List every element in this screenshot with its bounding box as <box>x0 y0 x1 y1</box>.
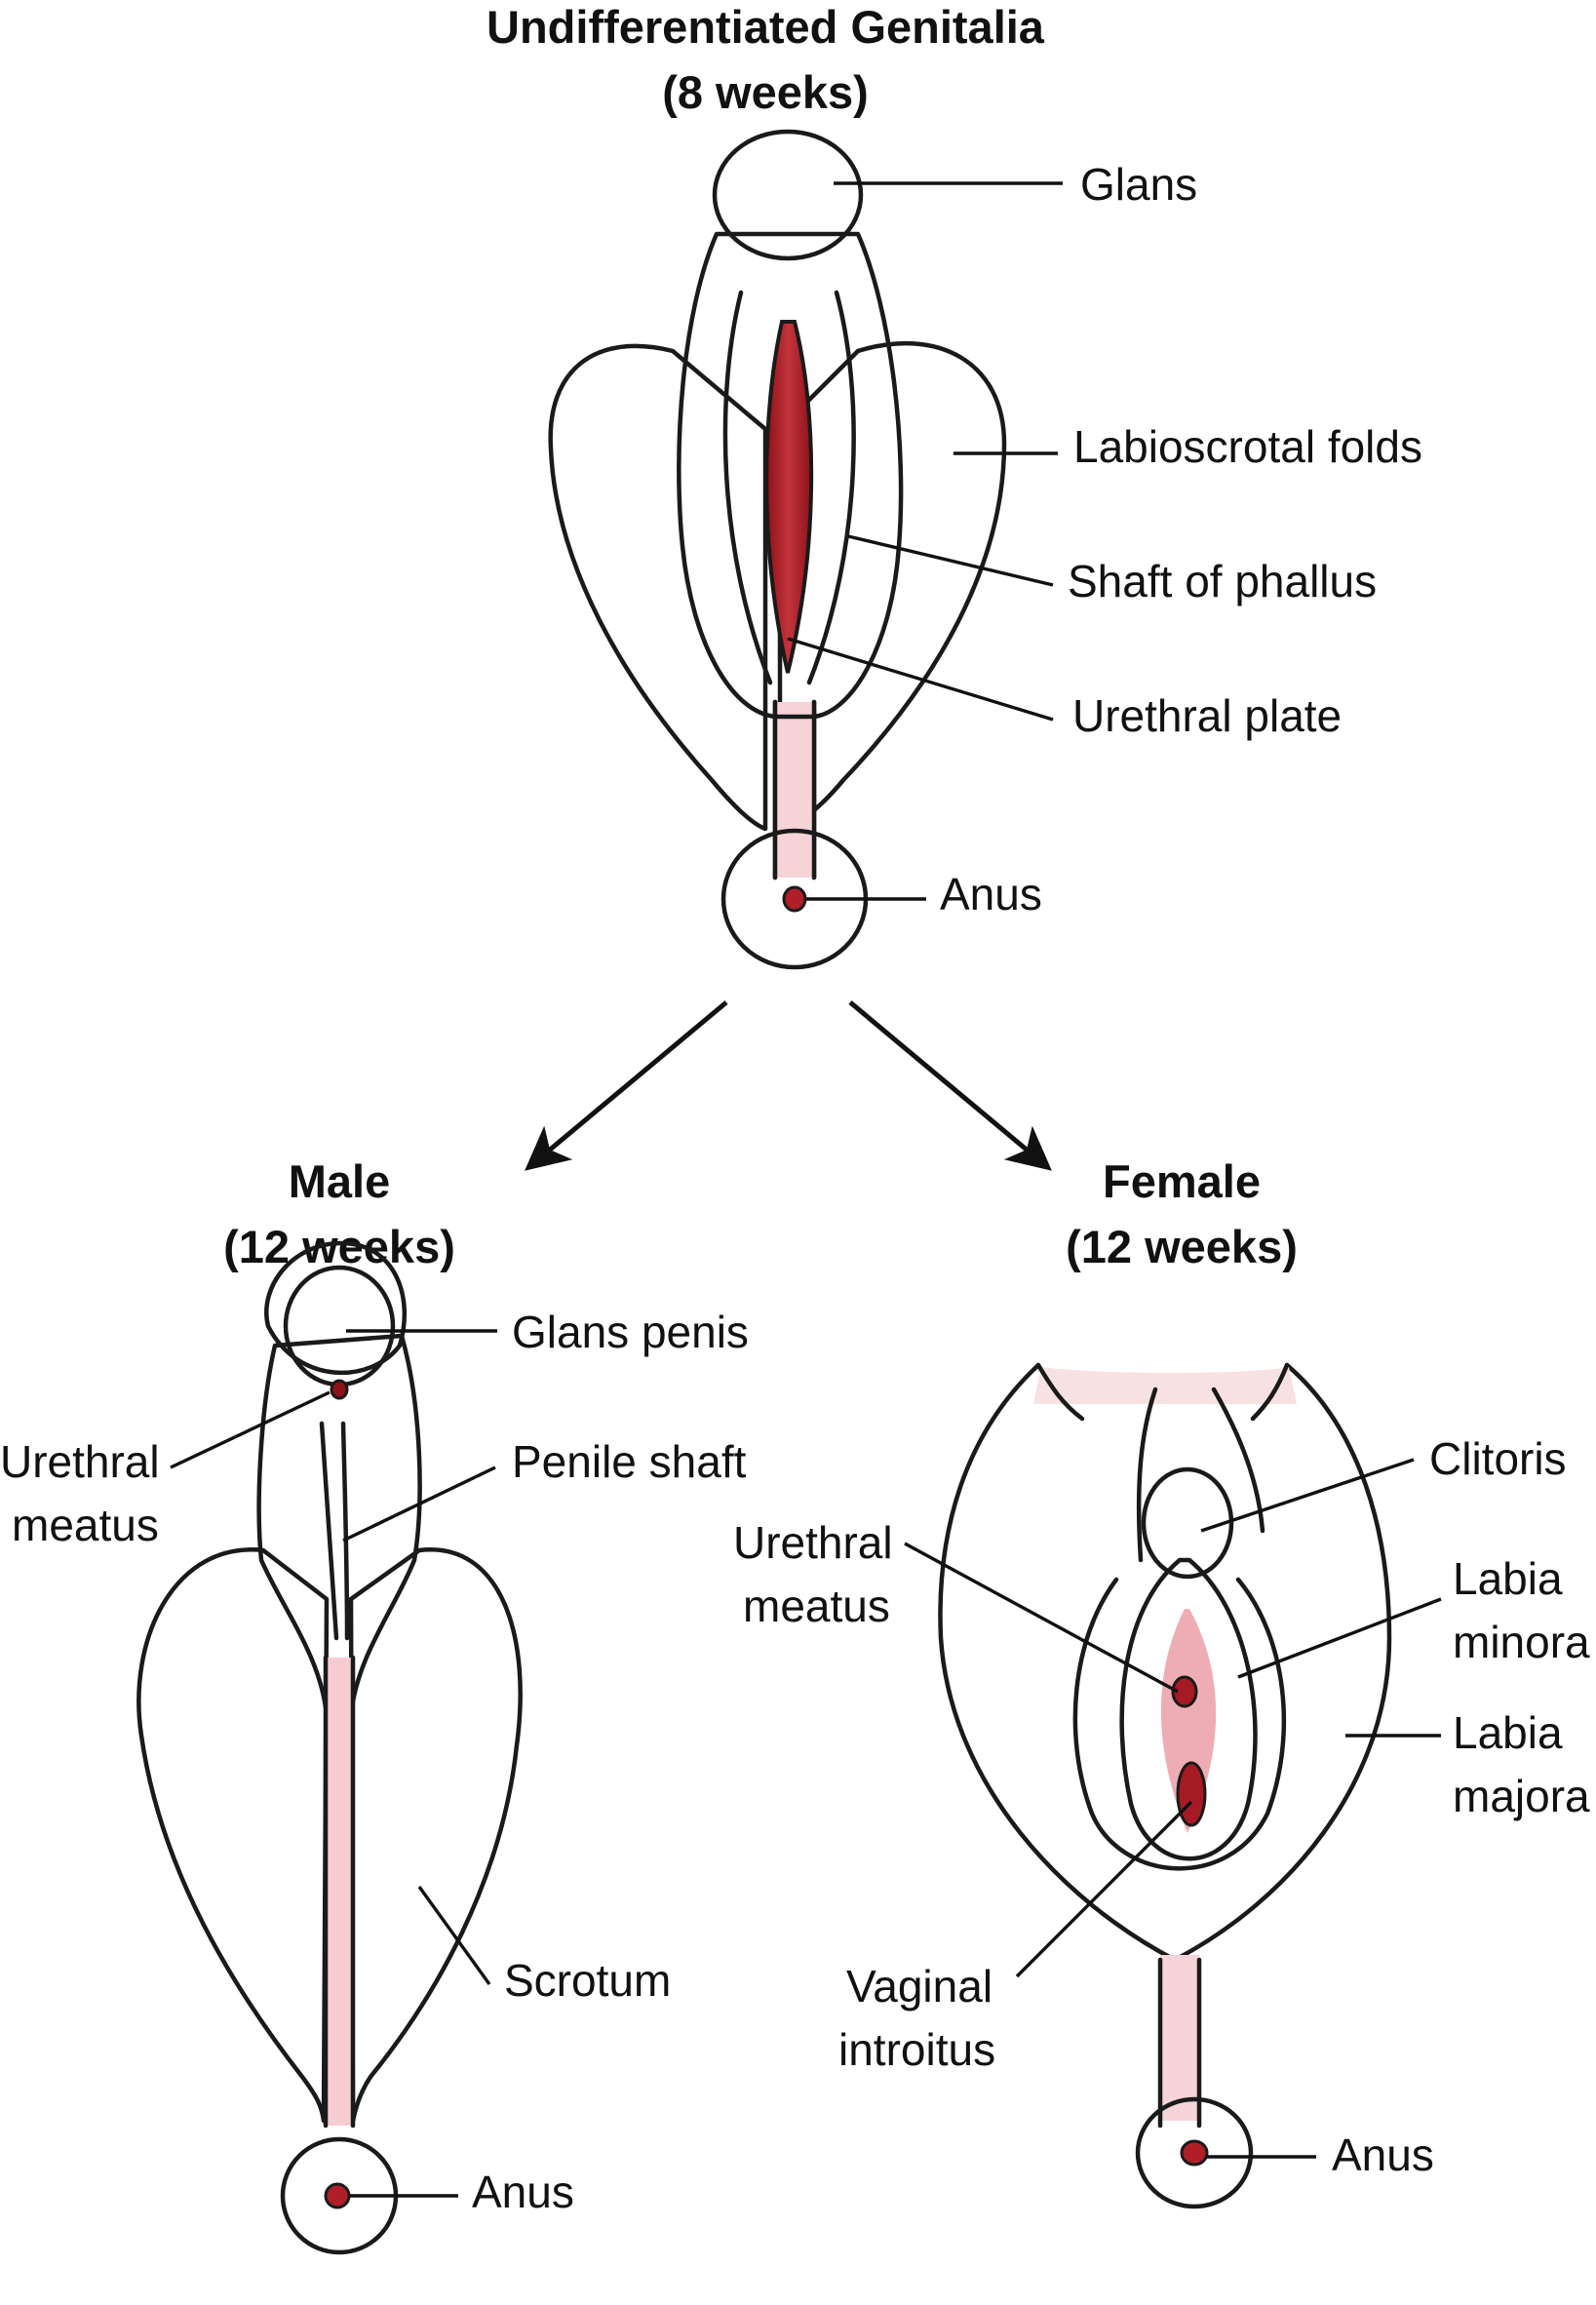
leader-clitoris <box>1200 1458 1415 1533</box>
glans-penis-inner <box>283 1265 396 1387</box>
male-figure <box>136 1240 523 2255</box>
urethral-plate-groove <box>764 320 814 674</box>
leader-labia-minora <box>1237 1597 1442 1679</box>
label-labia-minora-2: minora <box>1453 1617 1590 1667</box>
title-male: Male <box>289 1155 391 1207</box>
label-anus-male: Anus <box>472 2167 574 2217</box>
label-urethral-meatus-female-2: meatus <box>743 1581 890 1631</box>
labia-minora <box>1119 1557 1258 1861</box>
title-undifferentiated-age: (8 weeks) <box>662 66 869 118</box>
leader-scrotum <box>417 1886 491 1985</box>
title-undifferentiated: Undifferentiated Genitalia <box>487 1 1045 53</box>
anus-opening-top <box>782 885 807 913</box>
glans-top <box>712 129 864 261</box>
urethral-fold-left <box>722 290 773 685</box>
label-glans: Glans <box>1080 159 1197 210</box>
label-urethral-meatus-male-2: meatus <box>12 1500 159 1550</box>
penile-crease-right <box>340 1421 350 1641</box>
penile-crease-left <box>319 1421 339 1641</box>
label-vaginal-introitus-2: introitus <box>838 2024 995 2075</box>
title-male-age: (12 weeks) <box>223 1221 455 1272</box>
urethral-meatus-male <box>330 1379 349 1400</box>
label-clitoris: Clitoris <box>1429 1433 1567 1484</box>
clitoris <box>1141 1466 1234 1580</box>
urethral-meatus-female <box>1171 1675 1198 1708</box>
mons-fold-left <box>1035 1362 1085 1422</box>
label-labia-majora-1: Labia <box>1453 1707 1563 1758</box>
leader-urethral-plate <box>787 637 1054 722</box>
anus-opening-male <box>324 2182 351 2209</box>
label-labia-minora-1: Labia <box>1453 1553 1563 1604</box>
label-glans-penis: Glans penis <box>512 1307 749 1357</box>
label-labia-majora-2: majora <box>1453 1771 1590 1821</box>
undifferentiated-figure <box>548 129 1007 970</box>
anus-opening-female <box>1180 2139 1209 2167</box>
prepuce-fold-left <box>1136 1387 1158 1563</box>
leader-urethral-meatus-female <box>904 1542 1179 1694</box>
scrotum-right <box>348 1547 523 2124</box>
urethral-fold-right <box>806 290 856 685</box>
labia-majora <box>938 1362 1392 1963</box>
labioscrotal-fold-right <box>777 340 1007 832</box>
leader-shaft <box>847 534 1054 587</box>
arrow-to-female <box>848 1000 1052 1171</box>
label-anus-top: Anus <box>940 869 1042 919</box>
mons-top <box>1033 1367 1297 1404</box>
leader-penile-shaft <box>342 1465 496 1543</box>
arrow-to-male <box>525 1000 728 1171</box>
title-female-age: (12 weeks) <box>1066 1221 1298 1272</box>
label-urethral-plate: Urethral plate <box>1072 690 1342 741</box>
glans-penis-outer <box>264 1240 408 1376</box>
phallus-shaft <box>677 231 904 720</box>
leader-urethral-meatus-male <box>170 1390 331 1469</box>
labia-majora-inner <box>1072 1577 1287 1871</box>
vaginal-introitus <box>1176 1761 1207 1827</box>
leader-vaginal-introitus <box>1015 1800 1193 1978</box>
label-urethral-meatus-male-1: Urethral <box>0 1436 160 1487</box>
mons-fold-right <box>1250 1362 1290 1422</box>
female-figure <box>938 1362 1392 2209</box>
anus-mound-female <box>1135 2096 1254 2209</box>
label-shaft-of-phallus: Shaft of phallus <box>1068 556 1377 606</box>
label-penile-shaft: Penile shaft <box>512 1436 747 1487</box>
label-labioscrotal-folds: Labioscrotal folds <box>1073 421 1422 472</box>
label-vaginal-introitus-1: Vaginal <box>846 1961 993 2012</box>
label-anus-female: Anus <box>1332 2129 1434 2180</box>
label-urethral-meatus-female-1: Urethral <box>733 1517 893 1568</box>
prepuce-fold-right <box>1211 1387 1265 1534</box>
title-female: Female <box>1103 1155 1261 1207</box>
scrotum-left <box>136 1547 330 2124</box>
label-scrotum: Scrotum <box>504 1955 671 2006</box>
labioscrotal-fold-left <box>548 343 768 832</box>
